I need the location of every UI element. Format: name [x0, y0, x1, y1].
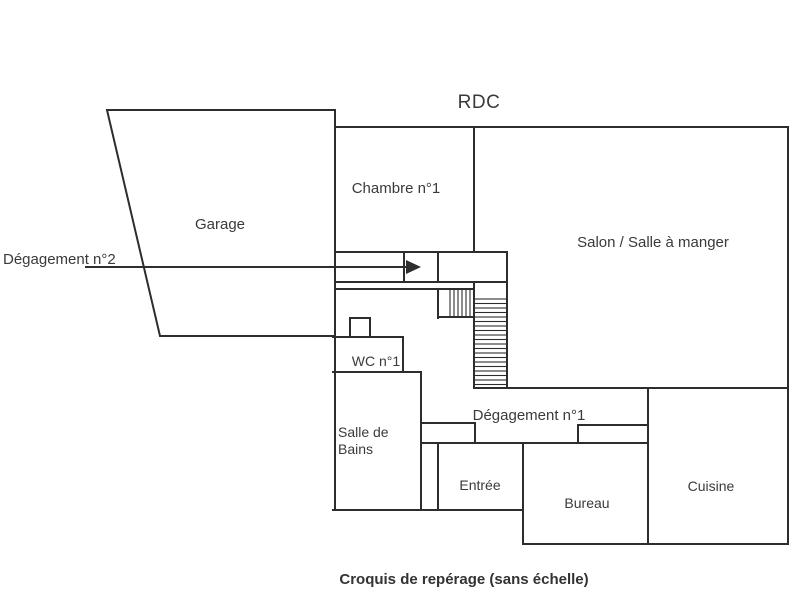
- room-label-wc1: WC n°1: [352, 353, 401, 369]
- room-label-bureau: Bureau: [564, 495, 609, 511]
- room-label-degagement2: Dégagement n°2: [3, 251, 116, 268]
- page-title: RDC: [458, 92, 501, 113]
- building-walls: [332, 109, 789, 545]
- room-label-salle-de-bains: Salle de Bains: [338, 424, 389, 457]
- room-label-degagement1: Dégagement n°1: [473, 407, 586, 424]
- degagement2-arrow: [85, 260, 421, 274]
- room-label-salon: Salon / Salle à manger: [577, 234, 729, 251]
- room-label-cuisine: Cuisine: [688, 478, 735, 494]
- arrowhead-icon: [406, 260, 421, 274]
- room-label-chambre1: Chambre n°1: [352, 180, 441, 197]
- room-label-entree: Entrée: [459, 477, 500, 493]
- room-label-garage: Garage: [195, 216, 245, 233]
- stairs-upper-hatch: [447, 290, 473, 317]
- salle-de-bains-line2: Bains: [338, 441, 373, 457]
- salle-de-bains-line1: Salle de: [338, 424, 389, 440]
- staircase-hatch: [475, 297, 506, 387]
- plan-caption: Croquis de repérage (sans échelle): [339, 571, 588, 588]
